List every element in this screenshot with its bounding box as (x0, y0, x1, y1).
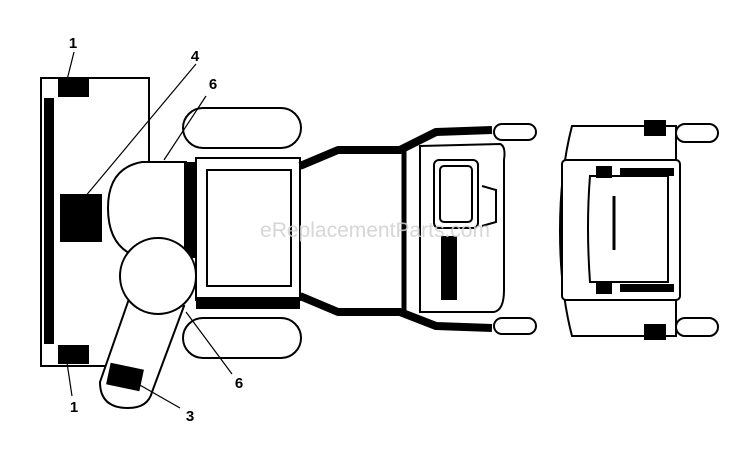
control-panel-side-tab (481, 185, 497, 227)
watermark-text: eReplacementParts.com (260, 219, 490, 242)
rear-decal-bottom (644, 324, 666, 340)
engine-block (195, 157, 301, 309)
front-panel-stripe (44, 98, 54, 344)
frame-bottom-rail (298, 292, 493, 332)
rear-decal-upper-left (596, 166, 612, 178)
tire-lower (182, 317, 302, 359)
rear-bar-upper (620, 168, 674, 176)
frame (298, 126, 493, 332)
leader-3 (137, 383, 181, 409)
decal-3 (106, 362, 144, 392)
tire-upper (182, 107, 302, 149)
chute-dome (119, 237, 197, 315)
leader-6-lower (185, 311, 233, 375)
decal-6-upper (184, 162, 196, 258)
rear-view (558, 120, 719, 340)
control-panel-window-inner (439, 165, 473, 223)
control-panel-decal (441, 236, 457, 300)
rear-decal-lower-left (596, 282, 612, 294)
rear-bar-lower (620, 284, 674, 292)
leader-6-upper (163, 95, 207, 161)
callout-4: 4 (191, 48, 200, 65)
frame-top-rail (298, 126, 493, 170)
chute-assembly (98, 237, 197, 410)
handle-grips (493, 123, 537, 335)
grip-lower (493, 317, 537, 335)
leader-lines (65, 51, 233, 409)
callouts: 1 4 6 1 6 3 (69, 35, 243, 425)
callout-6-lower: 6 (235, 375, 243, 392)
callout-3: 3 (186, 408, 194, 425)
engine-inner (206, 169, 292, 287)
rear-grip-upper (675, 123, 719, 143)
leader-1-top (65, 51, 75, 85)
callout-1-top: 1 (69, 35, 77, 52)
callout-1-bottom: 1 (70, 399, 78, 416)
callout-6-upper: 6 (209, 76, 217, 93)
engine-base-bar (196, 297, 300, 309)
rear-grip-lower (675, 317, 719, 337)
grip-upper (493, 123, 537, 141)
rear-view-inner (587, 175, 669, 283)
leader-4 (73, 63, 197, 211)
leader-1-bottom (65, 355, 73, 397)
decal-1-bottom (58, 345, 89, 364)
control-panel (419, 142, 506, 313)
rear-decal-top (644, 120, 666, 136)
decal-1-top (58, 78, 89, 97)
